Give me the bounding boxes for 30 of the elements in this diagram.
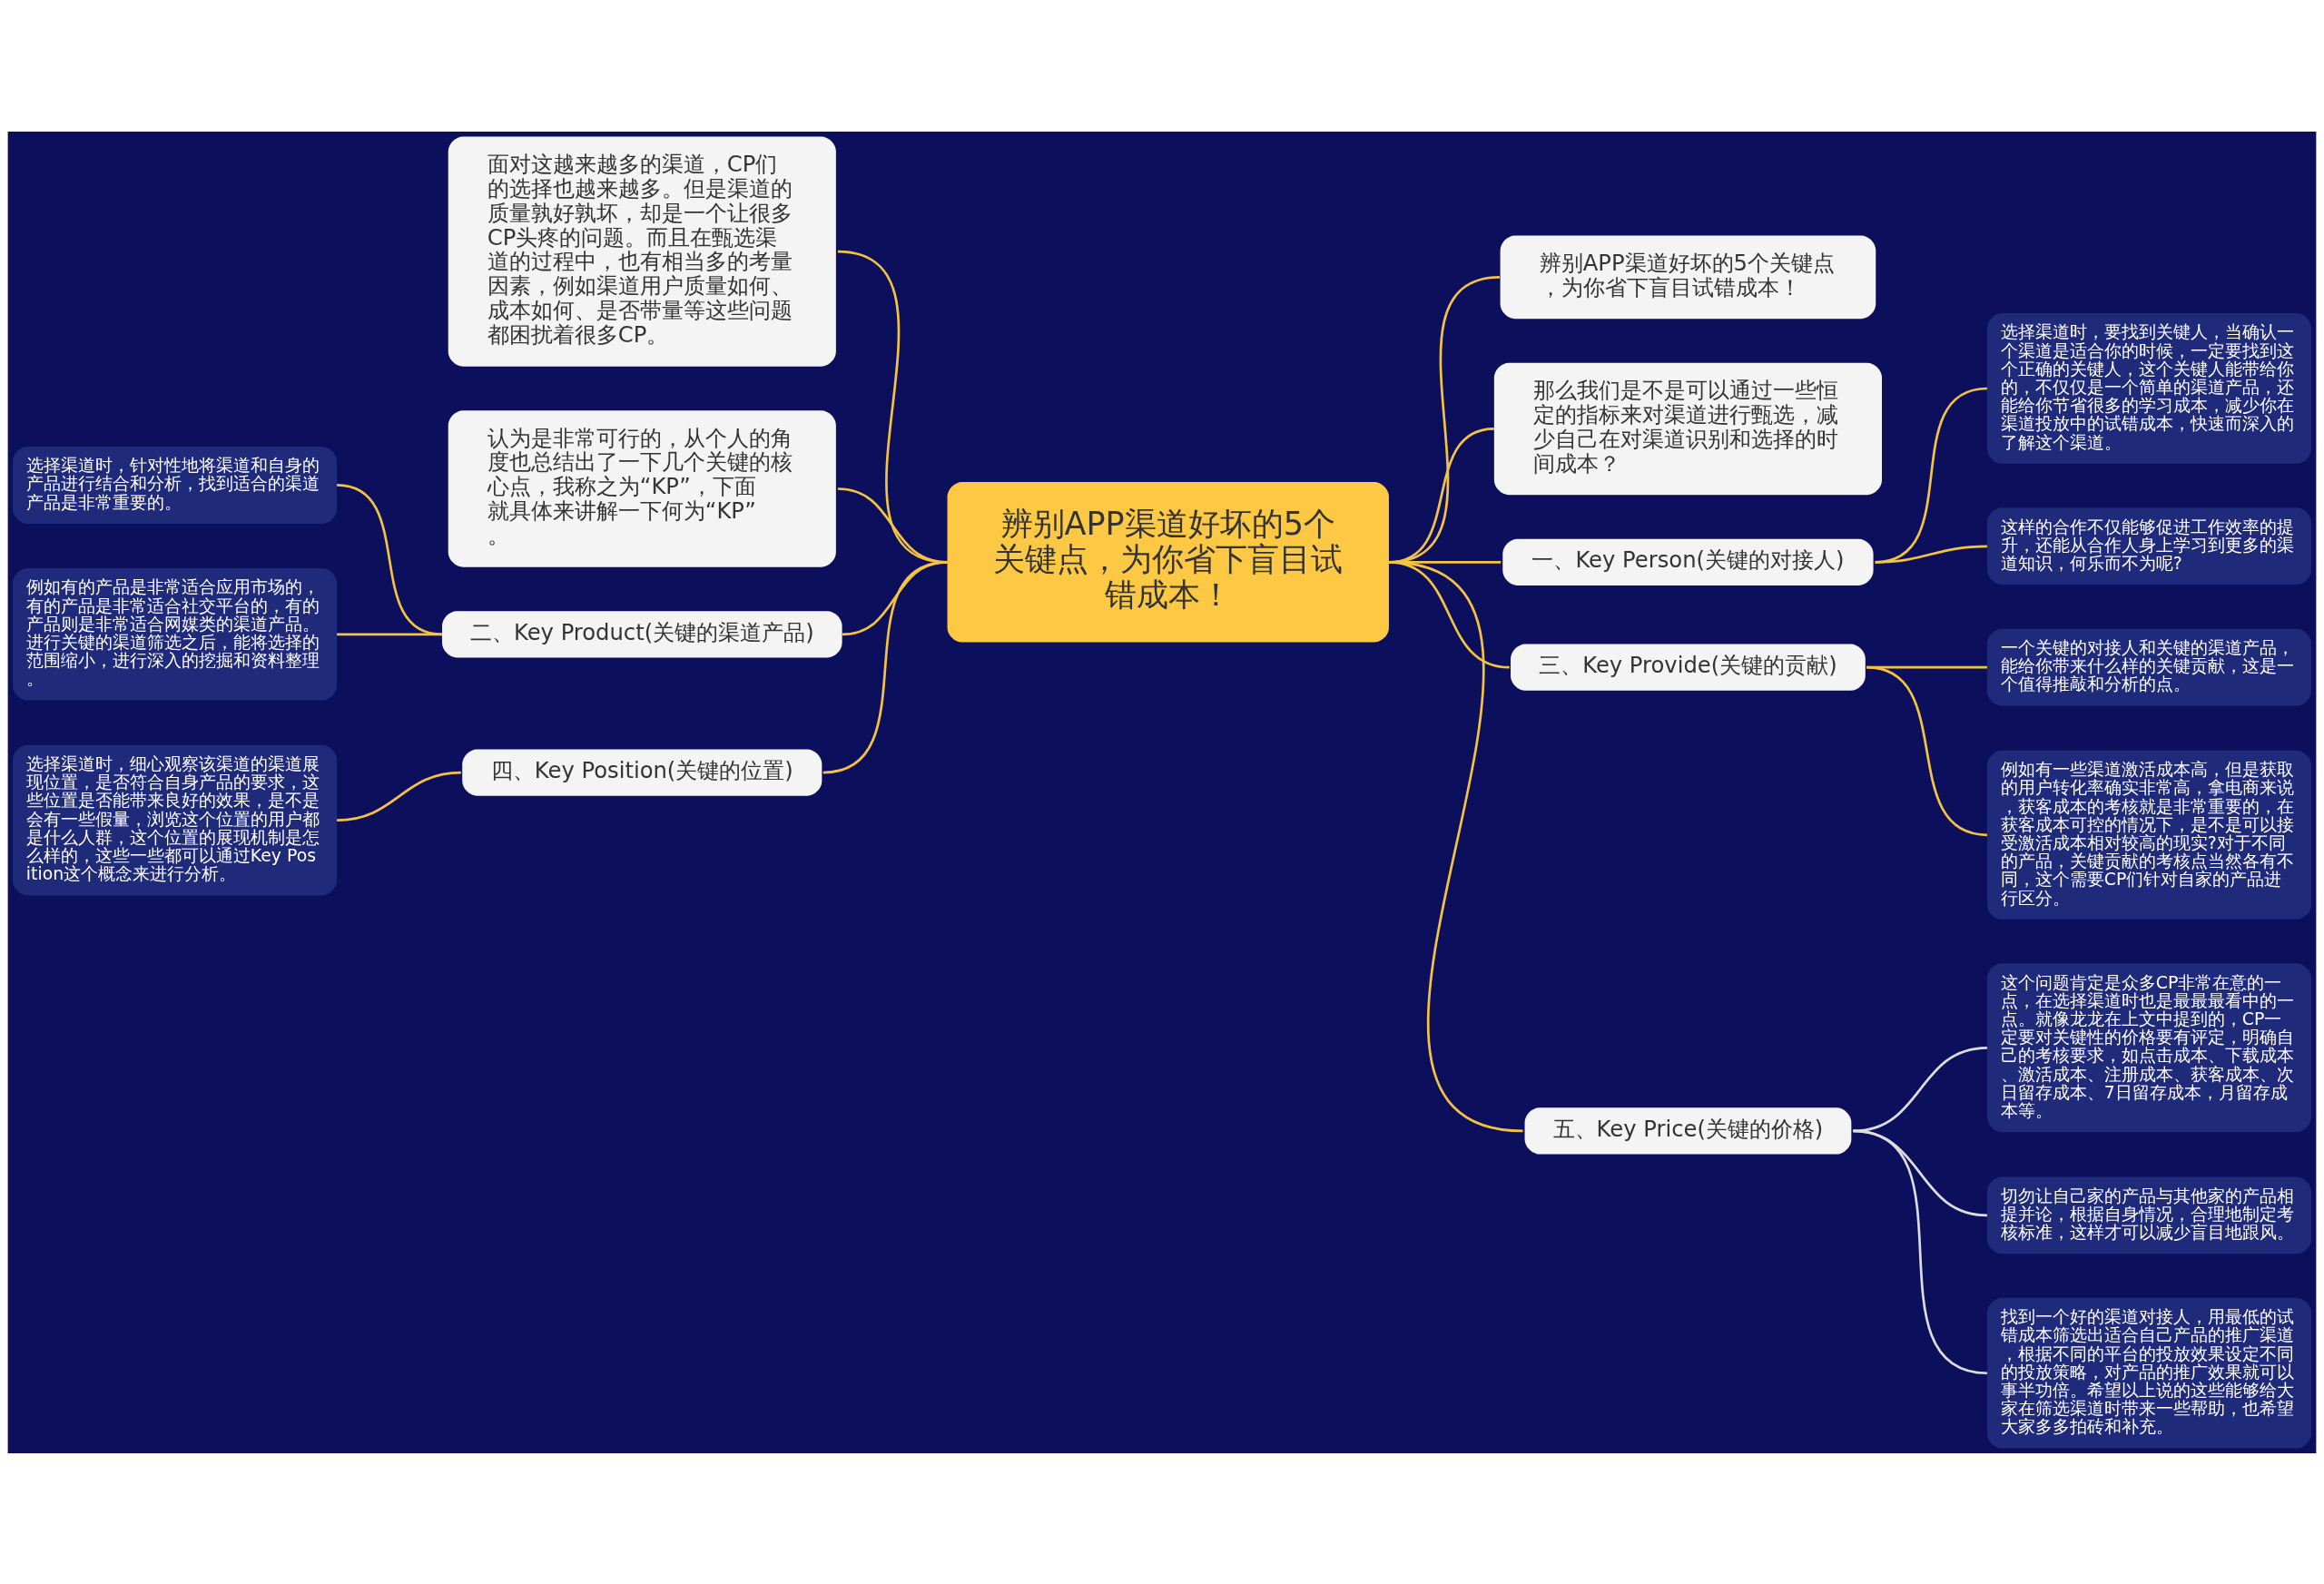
- node-box: 辨别APP渠道好坏的5个关键点，为你省下盲目试错成本！: [947, 481, 1389, 643]
- connector: [822, 560, 948, 773]
- node-box: 例如有的产品是非常适合应用市场的，有的产品是非常适合社交平台的，有的产品则是非常适合网媒类的渠道产品。进行关键的渠道筛选之后，能将选择的范围缩小，进行深入的挖掘和资料整理。: [13, 567, 338, 701]
- node-box: 认为是非常可行的，从个人的角度也总结出了一下几个关键的核心点，我称之为“KP”，下面就具体来讲解一下何为“KP”。: [448, 409, 836, 567]
- node-box: 选择渠道时，针对性地将渠道和自身的产品进行结合和分析，找到适合的渠道产品是非常重要的。: [13, 446, 338, 524]
- node-box: 五、Key Price(关键的价格): [1524, 1107, 1852, 1155]
- node-box: 一、Key Person(关键的对接人): [1502, 538, 1874, 585]
- connector: [1875, 544, 1987, 564]
- node-box: 辨别APP渠道好坏的5个关键点，为你省下盲目试错成本！: [1500, 235, 1876, 319]
- node-box: 这个问题肯定是众多CP非常在意的一点，在选择渠道时也是最最最看中的一点。就像龙龙在上文中提到的，CP一定要对关键性的价格要有评定，明确自己的考核要求，如点击成本、下载成本、激活成本、注册成本、获客成本、次日留存成本、7日留存成本，月留存成本等。: [1986, 962, 2311, 1132]
- node-box: 选择渠道时，要找到关键人，当确认一个渠道是适合你的时候，一定要找到这个正确的关键人，这个关键人能带给你的，不仅仅是一个简单的渠道产品，还能给你节省很多的学习成本，减少你在渠道投放中的试错成本，快速而深入的了解这个渠道。: [1986, 312, 2311, 464]
- node-box: 二、Key Product(关键的渠道产品): [442, 610, 842, 657]
- connector: [1853, 1046, 1988, 1132]
- node-box: 一个关键的对接人和关键的渠道产品，能给你带来什么样的关键贡献，这是一个值得推敲和分析的点。: [1986, 628, 2311, 706]
- connector: [1853, 1129, 1988, 1374]
- node-box: 例如有一些渠道激活成本高，但是获取的用户转化率确实非常高，拿电商来说，获客成本的考核就是非常重要的，在获客成本可控的情况下，是不是可以接受激活成本相对较高的现实?对于不同的产品，关键贡献的考核点当然各有不同，这个需要CP们针对自家的产品进行区分。: [1986, 750, 2311, 920]
- node-box: 三、Key Provide(关键的贡献): [1511, 644, 1866, 691]
- connector: [1388, 560, 1523, 1132]
- node-box: 面对这越来越多的渠道，CP们的选择也越来越多。但是渠道的质量孰好孰坏，却是一个让很多CP头疼的问题。而且在甄选渠道的过程中，也有相当多的考量因素，例如渠道用户质量如何、成本如何、是否带量等这些问题都困扰着很多CP。: [448, 135, 836, 367]
- connector: [1866, 665, 1988, 836]
- connector: [337, 771, 461, 822]
- node-box: 选择渠道时，细心观察该渠道的渠道展现位置，是否符合自身产品的要求，这些位置是否能带来良好的效果，是不是会有一些假量，浏览这个位置的用户都是什么人群，这个位置的展现机制是怎么样的，这些一些都可以通过Key Position这个概念来进行分析。: [13, 744, 338, 896]
- connector: [336, 483, 443, 635]
- node-box: 找到一个好的渠道对接人，用最低的试错成本筛选出适合自己产品的推广渠道，根据不同的平台的投放效果设定不同的投放策略，对产品的推广效果就可以事半功倍。希望以上说的这些能够给大家在筛选渠道时带来一些帮助，也希望大家多多拍砖和补充。: [1986, 1297, 2311, 1449]
- node-box: 四、Key Position(关键的位置): [462, 749, 822, 796]
- node-box: 切勿让自己家的产品与其他家的产品相提并论，根据自身情况，合理地制定考核标准，这样才可以减少盲目地跟风。: [1986, 1176, 2311, 1254]
- connector: [1875, 387, 1988, 564]
- node-box: 那么我们是不是可以通过一些恒定的指标来对渠道进行甄选，减少自己在对渠道识别和选择的时间成本？: [1493, 362, 1882, 495]
- node-box: 这样的合作不仅能够促进工作效率的提升，还能从合作人身上学习到更多的渠道知识，何乐而不为呢?: [1986, 507, 2311, 585]
- connector: [337, 633, 442, 635]
